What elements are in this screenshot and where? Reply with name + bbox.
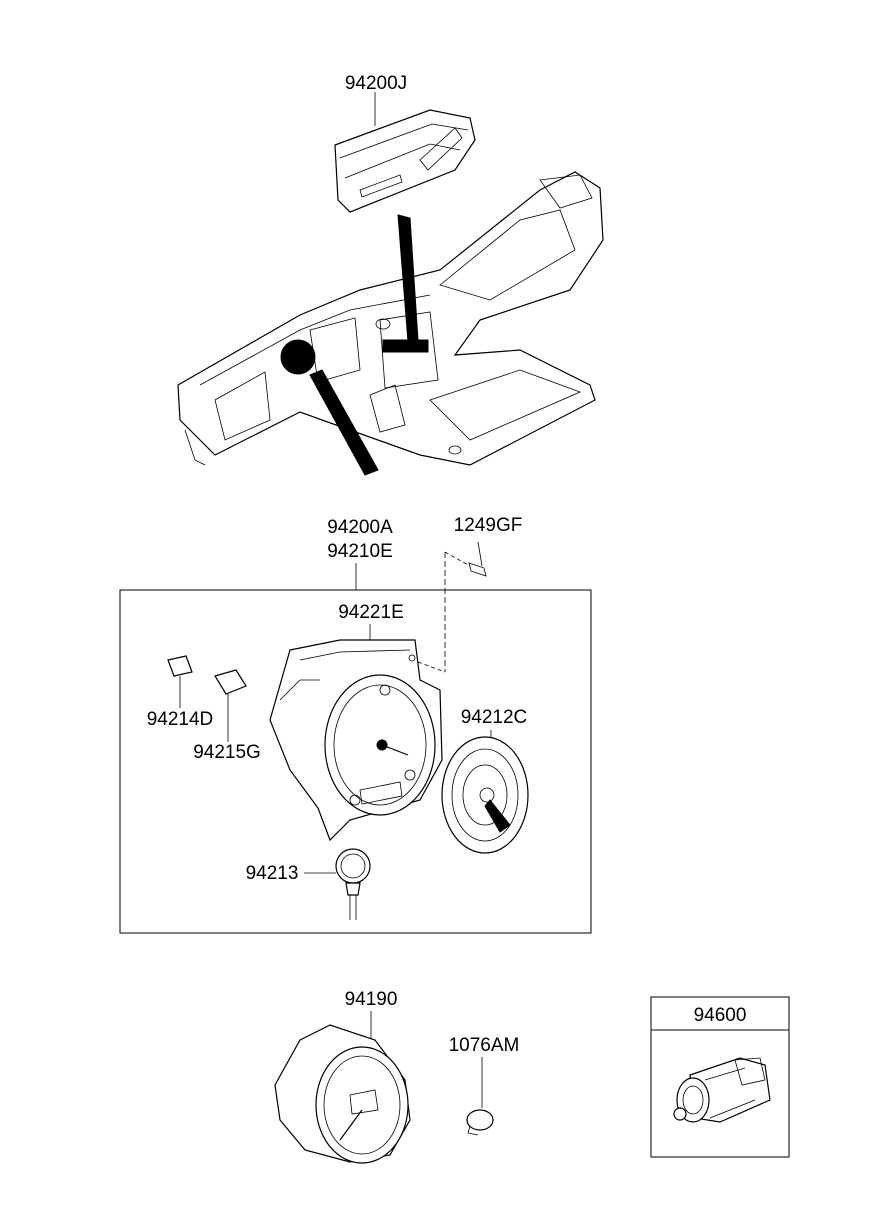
label-94213: 94213 <box>246 863 299 884</box>
clip-1076AM <box>466 1109 494 1136</box>
label-94215G: 94215G <box>193 742 261 763</box>
label-94214D: 94214D <box>147 709 214 730</box>
cluster-assembly-frame <box>119 589 592 934</box>
label-1076AM: 1076AM <box>449 1035 520 1056</box>
dial-plate-94212C <box>441 736 529 854</box>
label-94600: 94600 <box>694 1005 747 1026</box>
socket-94213 <box>335 848 371 920</box>
label-1249GF: 1249GF <box>454 515 523 536</box>
gauge-94190 <box>274 1024 411 1164</box>
sensor-94600 <box>673 1057 771 1123</box>
screw-1249GF <box>444 541 487 672</box>
label-94200A: 94200A <box>327 517 393 538</box>
dashboard-illustration <box>177 171 604 476</box>
label-94200J: 94200J <box>345 73 407 94</box>
label-94221E: 94221E <box>338 602 404 623</box>
label-94190: 94190 <box>345 989 398 1010</box>
bulb-94215G <box>214 669 247 742</box>
bulb-94214D <box>167 655 193 708</box>
label-94210E: 94210E <box>327 541 393 562</box>
display-unit-94200J <box>334 92 476 213</box>
label-94212C: 94212C <box>461 707 528 728</box>
cluster-housing <box>269 639 446 842</box>
part-box-94600 <box>650 996 790 1158</box>
